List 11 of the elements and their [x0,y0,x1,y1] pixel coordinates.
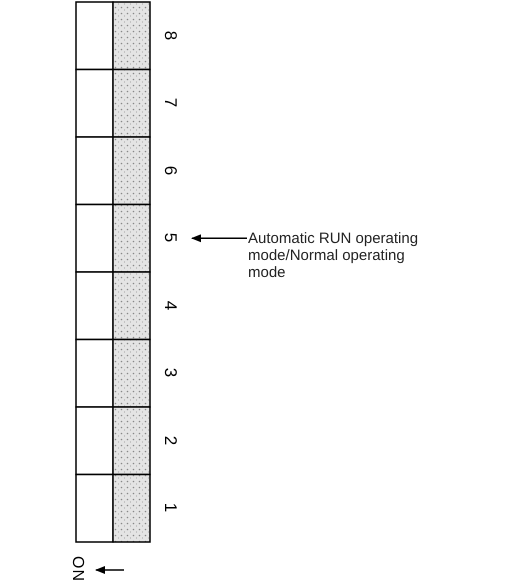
switch-number: 8 [162,30,180,40]
callout-text: Automatic RUN operating mode/Normal operating mode [248,230,428,281]
switch-on-label: ON [68,556,86,582]
switch-number: 1 [162,503,180,512]
switch-number: 2 [162,436,180,445]
switch-number: 7 [162,98,180,108]
switch-number: 6 [162,166,180,175]
switch-number: 5 [162,233,180,242]
switch-number: 4 [162,300,180,310]
arrow [191,234,247,242]
switch-number: 3 [162,368,180,378]
